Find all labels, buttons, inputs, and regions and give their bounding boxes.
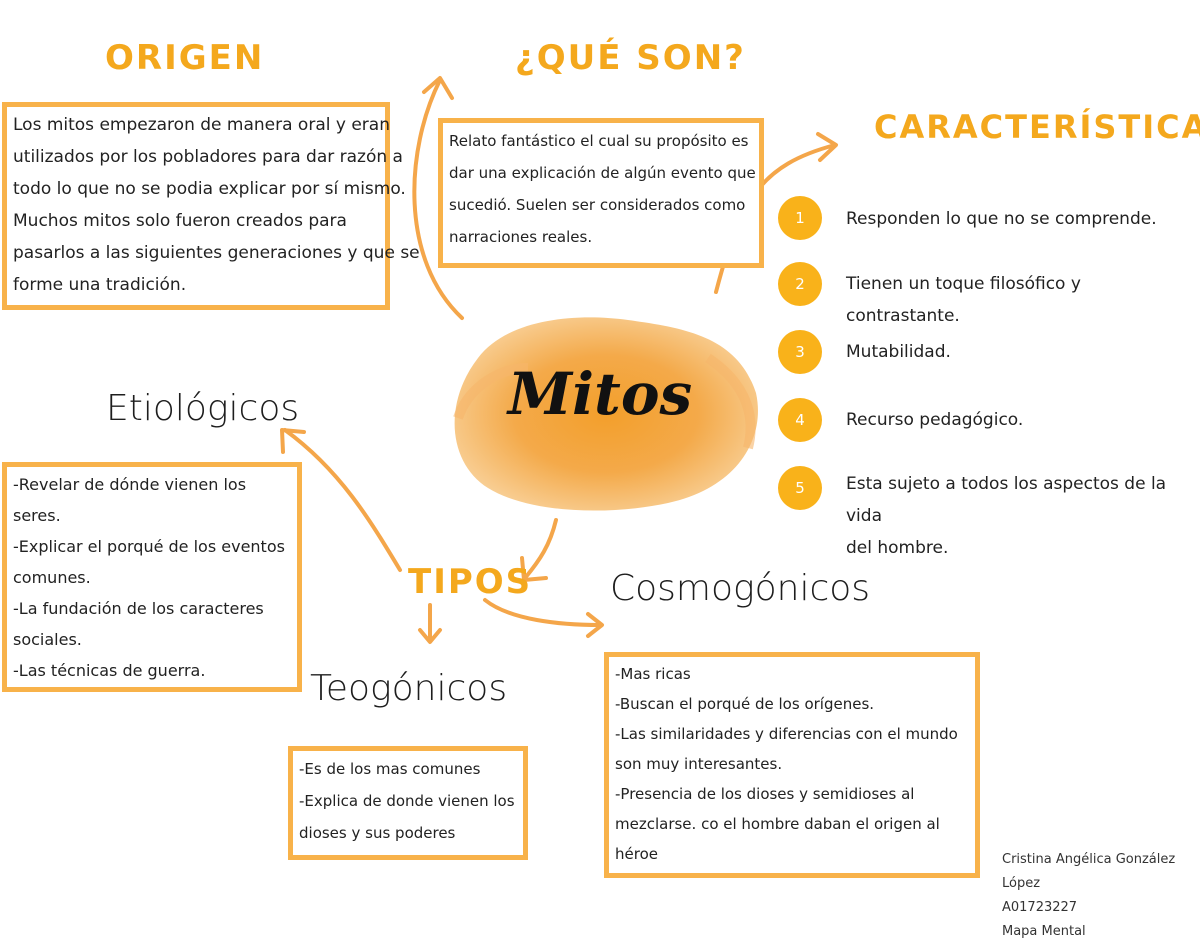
arrowhead-caracteristicas	[816, 132, 838, 162]
etiologicos-line: -Las técnicas de guerra.	[13, 661, 206, 680]
teogonicos-box: -Es de los mas comunes -Explica de donde…	[288, 746, 528, 860]
cosmogonicos-title: Cosmogónicos	[610, 568, 871, 609]
number-badge-5: 5	[778, 466, 822, 510]
teogonicos-line: -Es de los mas comunes	[299, 760, 481, 778]
caracteristica-1: Responden lo que no se comprende.	[846, 209, 1157, 229]
number-badge-1: 1	[778, 196, 822, 240]
origen-box: Los mitos empezaron de manera oral y era…	[2, 102, 420, 310]
origen-line: pasarlos a las siguientes generaciones y…	[13, 243, 420, 263]
caracteristica-3: Mutabilidad.	[846, 342, 951, 362]
cosmogonicos-line: -Las similaridades y diferencias con el …	[615, 725, 958, 743]
que-son-box: Relato fantástico el cual su propósito e…	[438, 118, 764, 268]
origen-line: utilizados por los pobladores para dar r…	[13, 147, 403, 167]
origen-heading: ORIGEN	[105, 38, 265, 78]
number-badge-3: 3	[778, 330, 822, 374]
cosmogonicos-line: son muy interesantes.	[615, 755, 783, 773]
etiologicos-box: -Revelar de dónde vienen los seres. -Exp…	[2, 462, 302, 692]
caracteristica-5-line: del hombre.	[846, 538, 949, 558]
cosmogonicos-line: -Presencia de los dioses y semidioses al	[615, 785, 915, 803]
caracteristicas-heading: CARACTERÍSTICAS	[874, 108, 1200, 146]
etiologicos-line: -Explicar el porqué de los eventos	[13, 537, 285, 556]
arrow-to-tipos	[523, 518, 558, 580]
number-badge-4: 4	[778, 398, 822, 442]
cosmogonicos-line: mezclarse. co el hombre daban el origen …	[615, 815, 940, 833]
origen-line: forme una tradición.	[13, 275, 187, 295]
origen-line: Muchos mitos solo fueron creados para	[13, 211, 347, 231]
caracteristica-5: Esta sujeto a todos los aspectos de la v…	[846, 468, 1200, 564]
caracteristica-5-line: Esta sujeto a todos los aspectos de la v…	[846, 474, 1167, 526]
teogonicos-line: -Explica de donde vienen los	[299, 792, 515, 810]
number-badge-2: 2	[778, 262, 822, 306]
caracteristica-4: Recurso pedagógico.	[846, 410, 1024, 430]
caracteristica-2: Tienen un toque filosófico y contrastant…	[846, 274, 1081, 326]
arrowhead-que-son	[422, 76, 454, 100]
etiologicos-line: seres.	[13, 506, 61, 525]
etiologicos-line: comunes.	[13, 568, 91, 587]
que-son-heading: ¿QUÉ SON?	[515, 38, 746, 78]
arrow-to-cosmogonicos	[483, 598, 602, 627]
arrow-to-que-son	[412, 78, 464, 320]
signature-id: A01723227	[1002, 900, 1078, 915]
signature-label: Mapa Mental	[1002, 924, 1086, 939]
etiologicos-line: -La fundación de los caracteres	[13, 599, 264, 618]
tipos-heading: TIPOS	[408, 562, 533, 602]
origen-line: Los mitos empezaron de manera oral y era…	[13, 115, 390, 135]
watercolor-blob	[453, 317, 758, 511]
teogonicos-title: Teogónicos	[310, 668, 508, 709]
origen-line: todo lo que no se podia explicar por sí …	[13, 179, 406, 199]
etiologicos-title: Etiológicos	[106, 388, 300, 429]
que-son-line: Relato fantástico el cual su propósito e…	[449, 132, 749, 150]
central-title: Mitos	[507, 360, 693, 428]
teogonicos-line: dioses y sus poderes	[299, 824, 456, 842]
que-son-line: narraciones reales.	[449, 228, 593, 246]
arrowhead-tipos	[520, 556, 548, 582]
etiologicos-line: -Revelar de dónde vienen los	[13, 475, 247, 494]
author-signature: Cristina Angélica González López A017232…	[1002, 848, 1200, 944]
cosmogonicos-line: héroe	[615, 845, 658, 863]
que-son-line: dar una explicación de algún evento que	[449, 164, 756, 182]
que-son-line: sucedió. Suelen ser considerados como	[449, 196, 746, 214]
arrowhead-teogonicos	[418, 628, 442, 644]
arrowhead-cosmogonicos	[586, 612, 604, 638]
cosmogonicos-box: -Mas ricas -Buscan el porqué de los oríg…	[604, 652, 980, 878]
signature-name: Cristina Angélica González López	[1002, 852, 1176, 891]
etiologicos-line: sociales.	[13, 630, 82, 649]
cosmogonicos-line: -Buscan el porqué de los orígenes.	[615, 695, 875, 713]
arrow-to-etiologicos	[283, 428, 402, 572]
arrowhead-etiologicos	[280, 428, 306, 454]
cosmogonicos-line: -Mas ricas	[615, 665, 691, 683]
